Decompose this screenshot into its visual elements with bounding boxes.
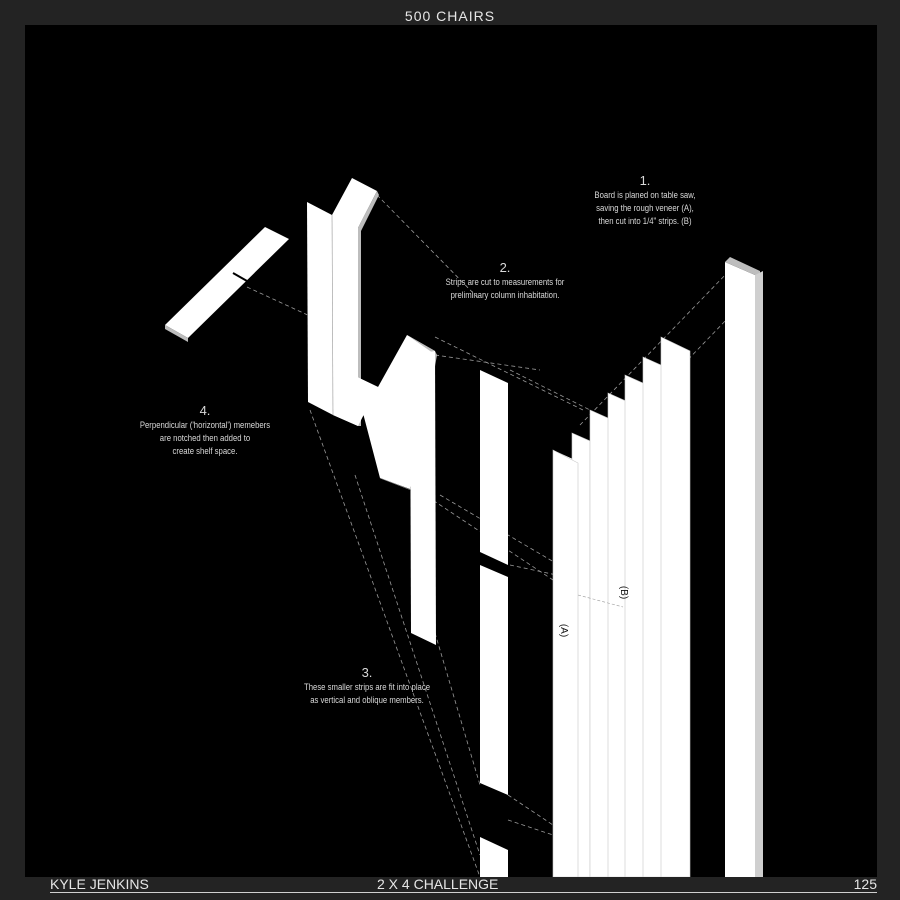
book-title: 500 CHAIRS [404,8,496,24]
step-number: 1. [639,173,651,188]
step-number: 4. [199,403,211,418]
vertical-strip-pieces [480,370,508,877]
footer-bar: KYLE JENKINS 2 X 4 CHALLENGE 125 [50,876,877,893]
project-title: 2 X 4 CHALLENGE [377,876,499,892]
strip-stack [552,336,691,877]
page-number: 125 [853,876,877,892]
step-text: Strips are cut to measurements for preli… [445,277,565,300]
step-number: 3. [361,665,373,680]
guide-line [309,409,481,877]
step-note-1: 1. Board is planed on table saw, saving … [580,173,710,228]
veneer-label: (A) [558,623,570,638]
guide-line [376,194,481,301]
step-text: Perpendicular ('horizontal') memebers ar… [139,420,271,456]
guide-line [434,632,481,786]
step-text: Board is planed on table saw, saving the… [594,190,696,226]
guide-line [434,336,584,411]
step-note-4: 4. Perpendicular ('horizontal') memebers… [125,403,285,458]
guide-line [579,269,731,426]
guide-line [434,354,541,371]
step-note-2: 2. Strips are cut to measurements for pr… [430,260,580,302]
guide-line [354,474,481,856]
author-name: KYLE JENKINS [50,876,149,892]
oblique-strip-lower [353,335,437,645]
step-note-3: 3. These smaller strips are fit into pla… [287,665,447,707]
guide-line [507,819,554,836]
veneer-board [725,257,763,877]
guide-line [507,794,554,826]
step-number: 2. [499,260,511,275]
horizontal-member [165,227,324,342]
strips-label: (B) [618,585,630,600]
exploded-assembly-diagram [165,178,763,877]
diagram-canvas: 1. Board is planed on table saw, saving … [25,25,877,877]
step-text: These smaller strips are fit into place … [303,682,431,705]
